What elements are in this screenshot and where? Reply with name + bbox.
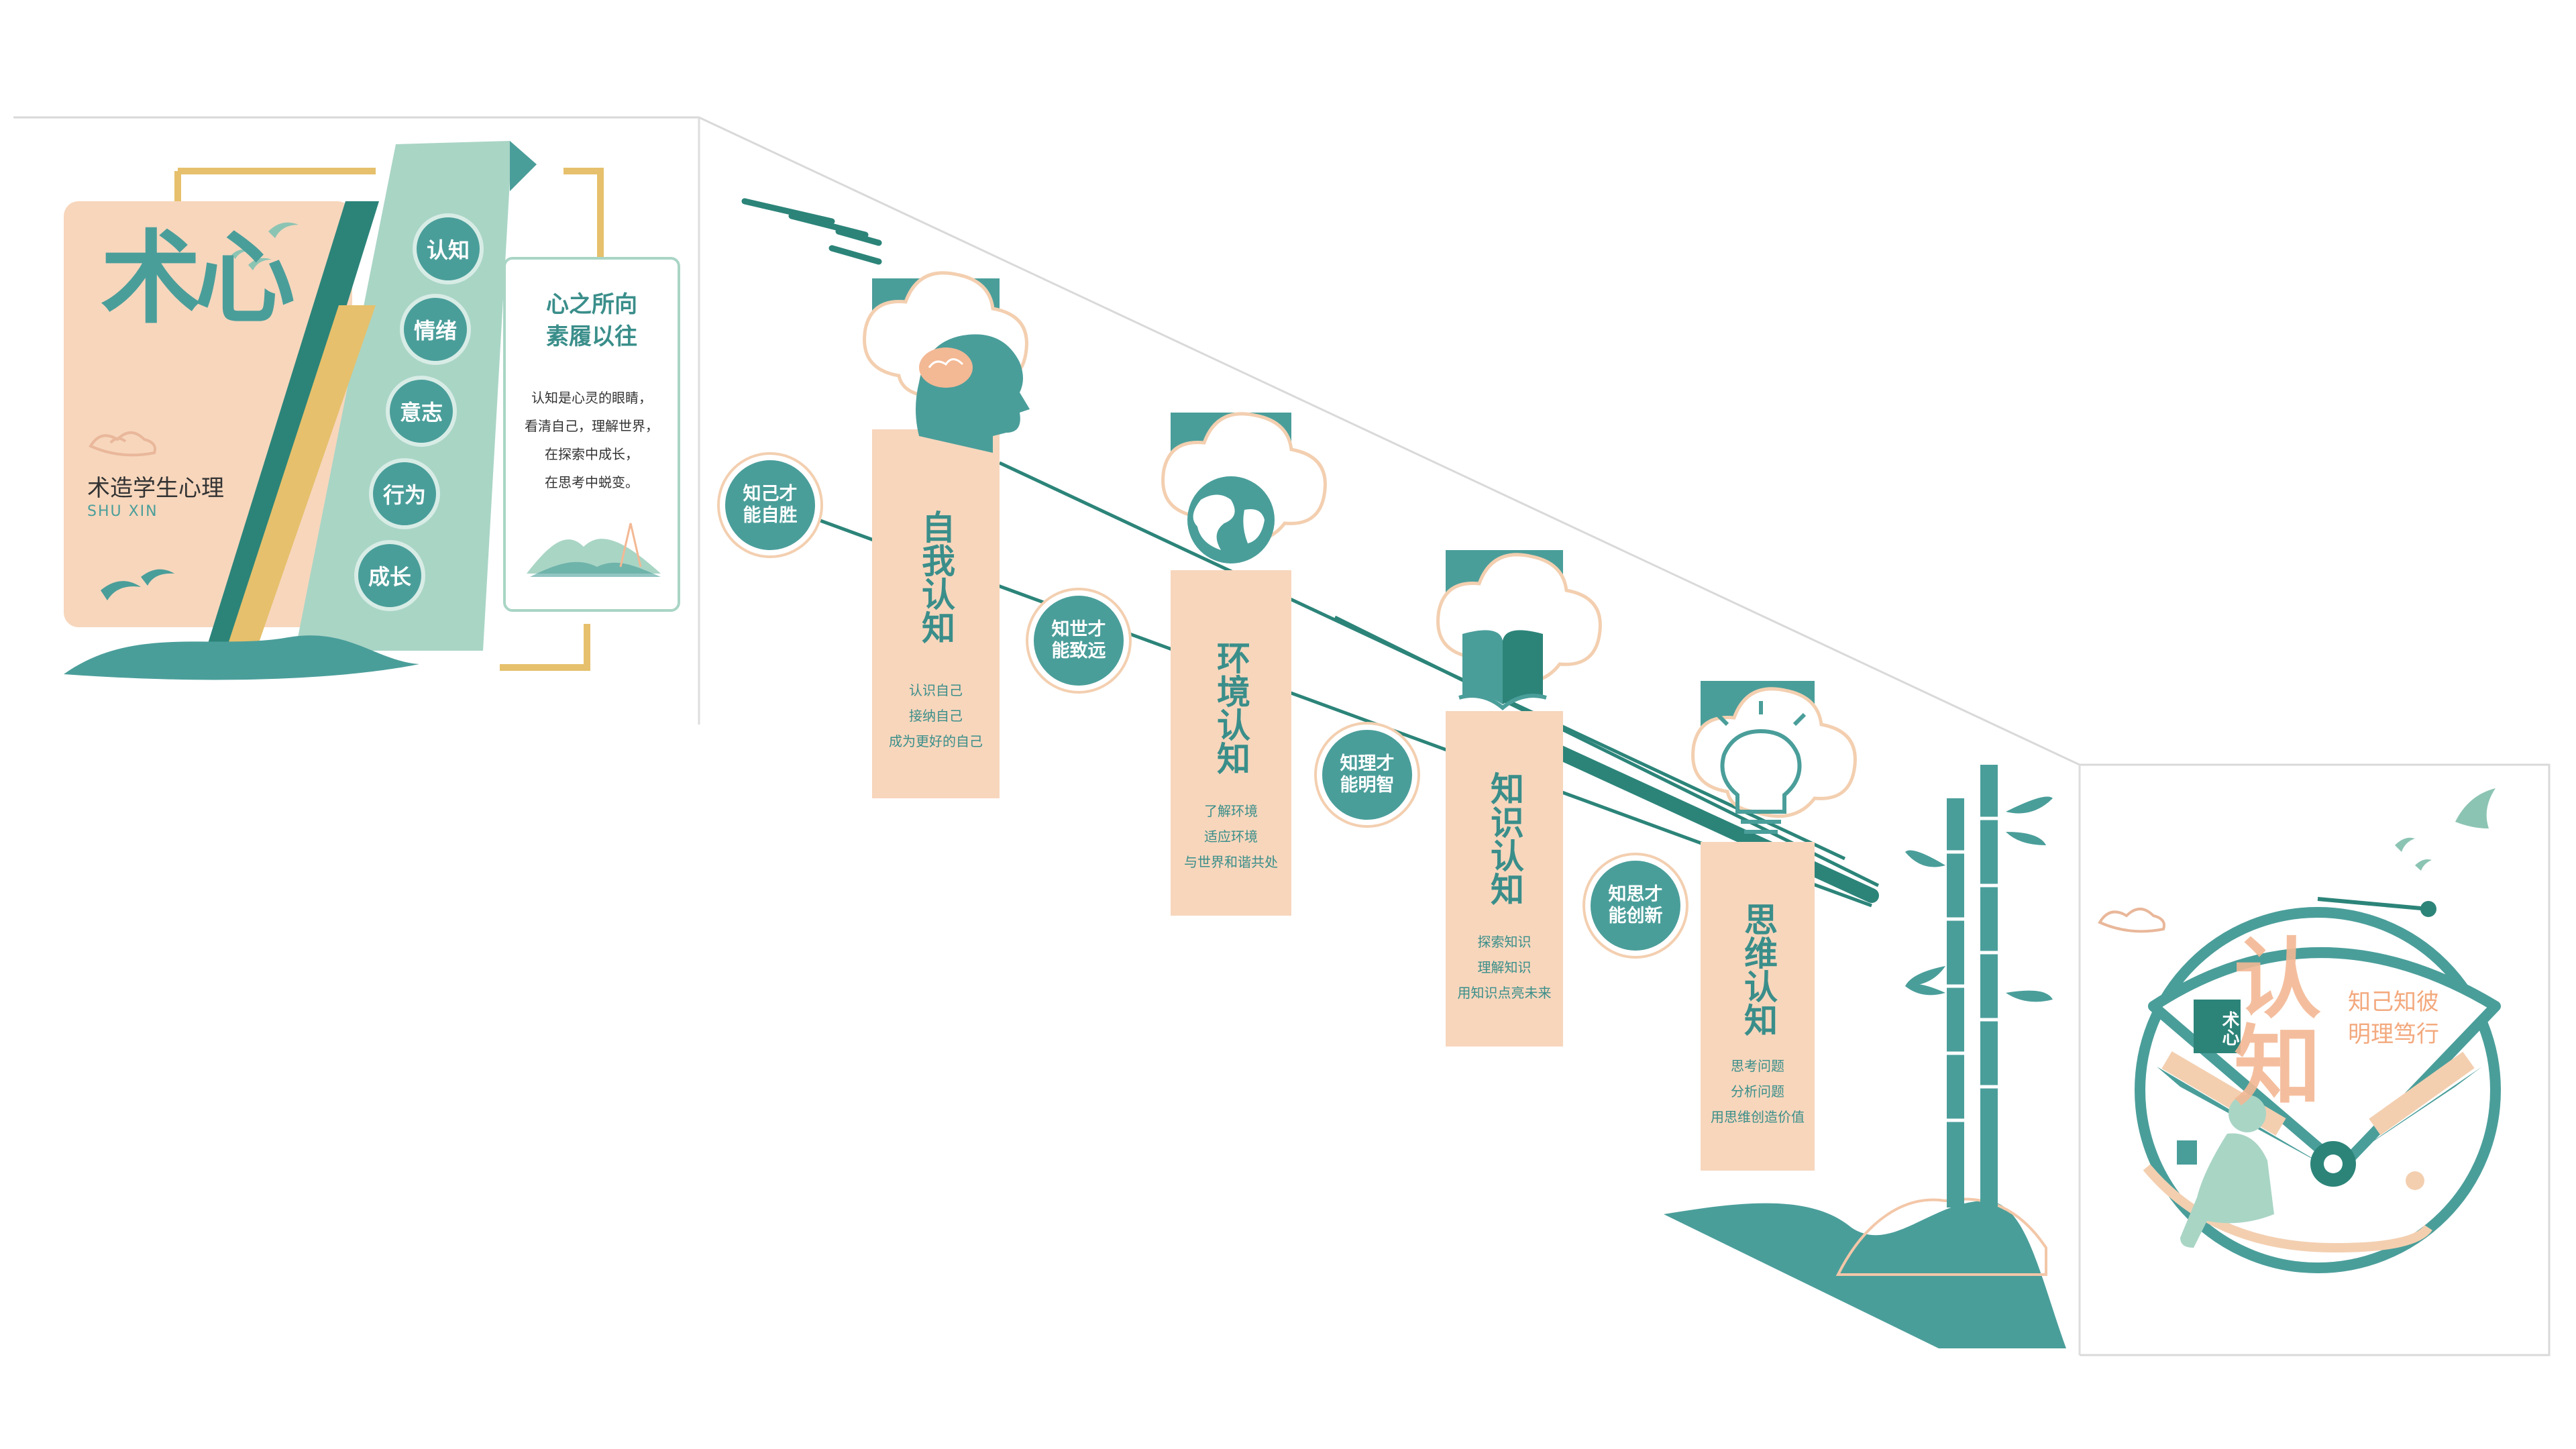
right-slogan: 知己知彼 明理笃行: [2348, 989, 2439, 1048]
banner-title-4: 思维认知: [1739, 902, 1778, 1036]
topic-circle-4: 行为: [369, 458, 440, 529]
banner-lines-3: 探索知识理解知识用知识点亮未来: [1457, 934, 1552, 1001]
banner-title-1: 自我认知: [916, 510, 956, 644]
logo-text: 术心: [101, 219, 295, 337]
banner-lines-1: 认识自己接纳自己成为更好的自己: [889, 682, 983, 749]
panel-subtitle: 术造学生心理: [87, 475, 224, 502]
topic-circle-3: 意志: [386, 376, 457, 447]
motto-circle-3: 知理才能明智: [1317, 724, 1417, 825]
motto-circle-4: 知思才能创新: [1585, 855, 1686, 956]
banner-title-2: 环境认知: [1212, 641, 1251, 775]
motto-circle-2: 知世才能致远: [1028, 590, 1129, 691]
banner-title-3: 知识认知: [1485, 771, 1525, 906]
card-title: 心之所向 素履以往: [546, 291, 637, 350]
right-big-text: 认知: [2234, 928, 2322, 1118]
topic-circle-5: 成长: [354, 540, 425, 611]
card-body: 认知是心灵的眼睛， 看清自己，理解世界， 在探索中成长， 在思考中蜕变。: [525, 390, 659, 490]
banner-lines-4: 思考问题分析问题用思维创造价值: [1711, 1058, 1805, 1125]
motto-circle-1: 知己才能自胜: [720, 455, 820, 555]
right-badge: 术心: [2194, 1000, 2241, 1053]
topic-circle-1: 认知: [413, 213, 484, 284]
topic-circle-2: 情绪: [400, 294, 471, 365]
banner-lines-2: 了解环境适应环境与世界和谐共处: [1184, 803, 1278, 870]
panel-subtitle-en: SHU XIN: [87, 503, 158, 520]
